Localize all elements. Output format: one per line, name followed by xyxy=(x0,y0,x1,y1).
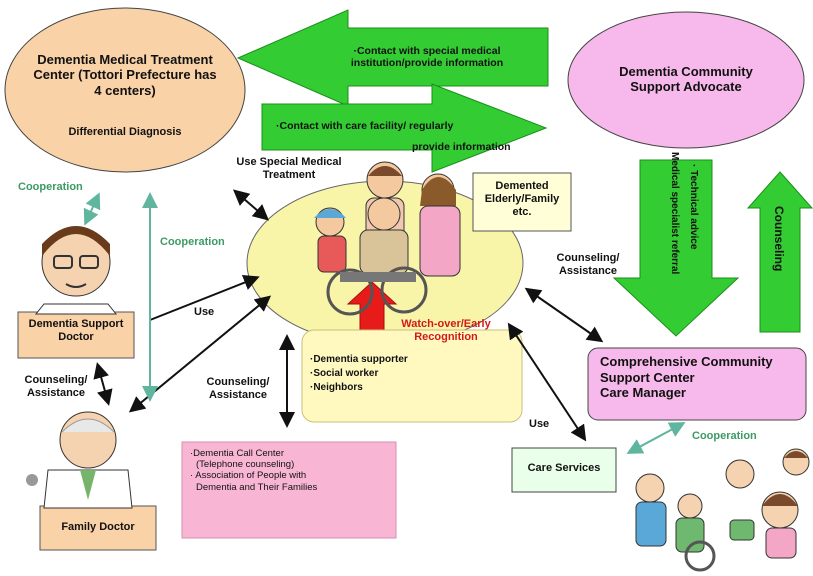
family-doctor-illustration xyxy=(26,411,133,509)
call-center-line: ·Dementia Call Center xyxy=(190,448,284,459)
medical-center-subtitle: Differential Diagnosis xyxy=(68,126,182,138)
coop-arrow-left xyxy=(83,192,101,226)
care-facility-text-cont: provide information xyxy=(412,141,511,153)
medical-center-title: Dementia Medical Treatment Center (Totto… xyxy=(33,52,217,98)
use-label-right: Use xyxy=(529,418,550,430)
supporter-item: ·Social worker xyxy=(310,367,379,379)
community-center-label: Comprehensive Community Support Center C… xyxy=(600,354,806,401)
use-special-medical-label: Use Special Medical Treatment xyxy=(236,156,342,181)
call-center-line: · Association of People with xyxy=(190,470,307,482)
special-medical-text: ·Contact with special medical institutio… xyxy=(350,45,504,70)
care-services-label: Care Services xyxy=(527,462,601,474)
community-center-line: Support Center xyxy=(600,369,695,385)
counseling-label-mid: Counseling/ Assistance xyxy=(206,376,270,401)
arrow-support-to-family xyxy=(93,362,113,406)
counseling-arrow-text: Counseling xyxy=(772,206,786,272)
use-label-left: Use xyxy=(194,306,215,318)
community-center-line: Care Manager xyxy=(600,385,686,401)
family-doctor-label: Family Doctor xyxy=(61,521,135,533)
specialist-referral-text: Medical specialist referral xyxy=(669,152,680,275)
care-services-illustration xyxy=(635,448,810,572)
coop-arrow-right xyxy=(626,422,686,454)
technical-advice-text: · Technical advice xyxy=(688,164,699,250)
support-doctor-label: Dementia Support Doctor xyxy=(28,318,124,343)
cooperation-label-right: Cooperation xyxy=(692,430,757,442)
elderly-family-label: Demented Elderly/Family etc. xyxy=(484,180,560,218)
supporter-item: ·Neighbors xyxy=(310,381,363,393)
call-center-list: ·Dementia Call Center (Telephone counsel… xyxy=(190,448,390,493)
call-center-box xyxy=(181,441,397,539)
support-doctor-illustration xyxy=(34,226,118,315)
care-services-box xyxy=(511,447,617,493)
watch-over-label: Watch-over/Early Recognition xyxy=(401,318,491,343)
cooperation-label-mid: Cooperation xyxy=(160,236,225,248)
advocate-ellipse xyxy=(567,11,805,149)
advocate-title: Dementia Community Support Advocate xyxy=(619,64,753,95)
elderly-family-box xyxy=(472,172,572,232)
family-doctor-box xyxy=(39,505,157,551)
supporter-item: ·Dementia supporter xyxy=(310,354,408,365)
arrow-ellipse-to-center xyxy=(524,287,604,343)
counseling-arrow xyxy=(746,171,813,333)
call-center-line: (Telephone counseling) xyxy=(196,459,295,471)
cooperation-label-top-left: Cooperation xyxy=(18,181,83,193)
counseling-label-right: Counseling/ Assistance xyxy=(556,252,620,277)
supporters-list: ·Dementia supporter ·Social worker ·Neig… xyxy=(310,354,510,395)
arrow-ellipse-to-care xyxy=(507,322,587,442)
care-facility-text: ·Contact with care facility/ regularly xyxy=(276,120,454,132)
arrow-center-to-ellipse xyxy=(232,189,270,221)
counseling-label-left: Counseling/ Assistance xyxy=(24,374,88,399)
care-facility-arrow xyxy=(261,83,548,173)
community-center-box xyxy=(587,347,807,421)
family-illustration xyxy=(314,161,461,316)
special-medical-arrow xyxy=(236,9,549,107)
community-center-line: Comprehensive Community xyxy=(600,354,773,369)
medical-center-ellipse xyxy=(4,7,246,173)
call-center-line: Dementia and Their Families xyxy=(196,481,318,493)
technical-advice-arrow xyxy=(612,159,740,337)
